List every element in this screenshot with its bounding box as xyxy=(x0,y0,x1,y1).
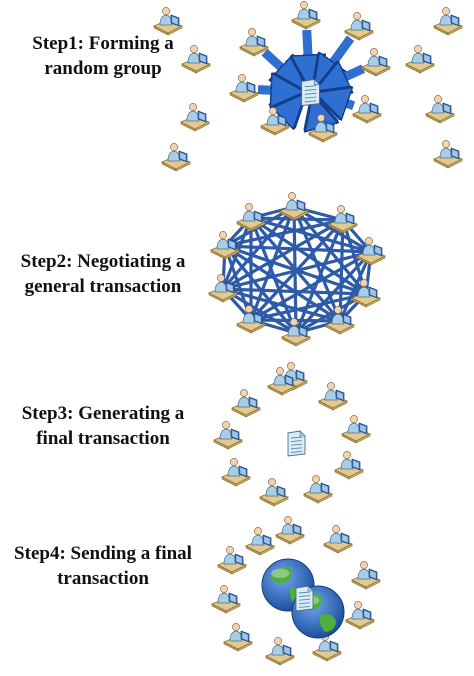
step4-label: Step4: Sending a final transaction xyxy=(0,541,206,591)
step2-link-2-9 xyxy=(223,218,345,248)
step3-member-5 xyxy=(303,475,333,504)
step2-member-5 xyxy=(325,306,355,335)
step3-member-10 xyxy=(267,367,297,396)
step4-document-icon xyxy=(295,585,314,612)
step1-arrow-2 xyxy=(307,29,309,76)
links-layer xyxy=(221,205,373,335)
step2-link-3-10 xyxy=(249,216,373,254)
step2-link-5-9 xyxy=(223,244,342,323)
step2-member-6 xyxy=(281,318,311,347)
step2-member-3 xyxy=(356,237,386,266)
step1-outsider-5 xyxy=(433,7,463,36)
step2-member-2 xyxy=(328,205,358,234)
step3-member-4 xyxy=(334,451,364,480)
step1-outsider-4 xyxy=(161,143,191,172)
step1-outsider-6 xyxy=(405,45,435,74)
step4-label-line1: Step4: Sending a final xyxy=(14,543,192,564)
step3-label-line1: Step3: Generating a xyxy=(21,403,185,424)
step3-member-7 xyxy=(221,458,251,487)
step3-member-6 xyxy=(259,478,289,507)
step1-member-5 xyxy=(352,95,382,124)
step2-member-9 xyxy=(210,231,240,260)
step4-member-3 xyxy=(351,561,381,590)
step1-member-1 xyxy=(239,28,269,57)
step2-member-7 xyxy=(236,305,266,334)
step2-member-1 xyxy=(279,192,309,221)
step2-link-6-9 xyxy=(223,244,298,335)
step1-document-icon xyxy=(301,78,321,107)
step4-member-6 xyxy=(265,637,295,666)
step1-member-4 xyxy=(361,48,391,77)
step2-link-5-10 xyxy=(249,216,342,323)
step3-member-8 xyxy=(213,421,243,450)
step1-arrow-7 xyxy=(286,102,297,112)
step2-label-line1: Step2: Negotiating a xyxy=(20,251,186,272)
step3-label-line2: final transaction xyxy=(36,428,170,449)
step2-link-4-10 xyxy=(249,216,368,296)
step1-arrow-8 xyxy=(257,90,292,92)
step1-outsider-8 xyxy=(433,140,463,169)
step1-outsider-1 xyxy=(153,7,183,36)
step3-member-2 xyxy=(318,382,348,411)
step3-member-9 xyxy=(231,389,261,418)
step2-label: Step2: Negotiating a general transaction xyxy=(0,249,206,299)
step1-member-2 xyxy=(291,1,321,30)
step4-label-line2: transaction xyxy=(57,568,149,589)
step4-member-2 xyxy=(323,525,353,554)
step4-member-4 xyxy=(345,601,375,630)
nodes-layer xyxy=(153,1,463,666)
step1-label-line2: random group xyxy=(44,58,162,79)
step1-member-8 xyxy=(229,74,259,103)
step1-arrow-5 xyxy=(327,97,356,106)
step1-member-3 xyxy=(344,12,374,41)
step2-link-8-10 xyxy=(221,216,253,291)
step4-member-1 xyxy=(275,516,305,545)
step2-member-4 xyxy=(351,279,381,308)
step4-member-10 xyxy=(245,527,275,556)
step1-label-line1: Step1: Forming a xyxy=(32,33,174,54)
step2-link-2-10 xyxy=(249,216,345,222)
step3-document-icon xyxy=(287,430,306,457)
step1-outsider-2 xyxy=(181,45,211,74)
step2-label-line2: general transaction xyxy=(24,276,182,297)
step4-member-7 xyxy=(223,623,253,652)
step1-member-7 xyxy=(260,107,290,136)
step1-label: Step1: Forming a random group xyxy=(0,31,206,81)
step2-link-6-8 xyxy=(221,287,298,335)
arrows-layer xyxy=(257,29,366,116)
step1-outsider-7 xyxy=(425,95,455,124)
step3-member-3 xyxy=(341,415,371,444)
step2-link-6-10 xyxy=(249,216,298,335)
step4-member-9 xyxy=(217,546,247,575)
step1-outsider-3 xyxy=(180,103,210,132)
extras-layer xyxy=(261,78,345,639)
step4-member-8 xyxy=(211,585,241,614)
step3-label: Step3: Generating a final transaction xyxy=(0,401,206,451)
step2-member-8 xyxy=(208,274,238,303)
step1-member-6 xyxy=(308,114,338,143)
step2-member-10 xyxy=(236,203,266,232)
step1-arrow-6 xyxy=(316,107,318,116)
step1-arrow-1 xyxy=(261,48,297,81)
step1-arrow-4 xyxy=(326,69,366,86)
